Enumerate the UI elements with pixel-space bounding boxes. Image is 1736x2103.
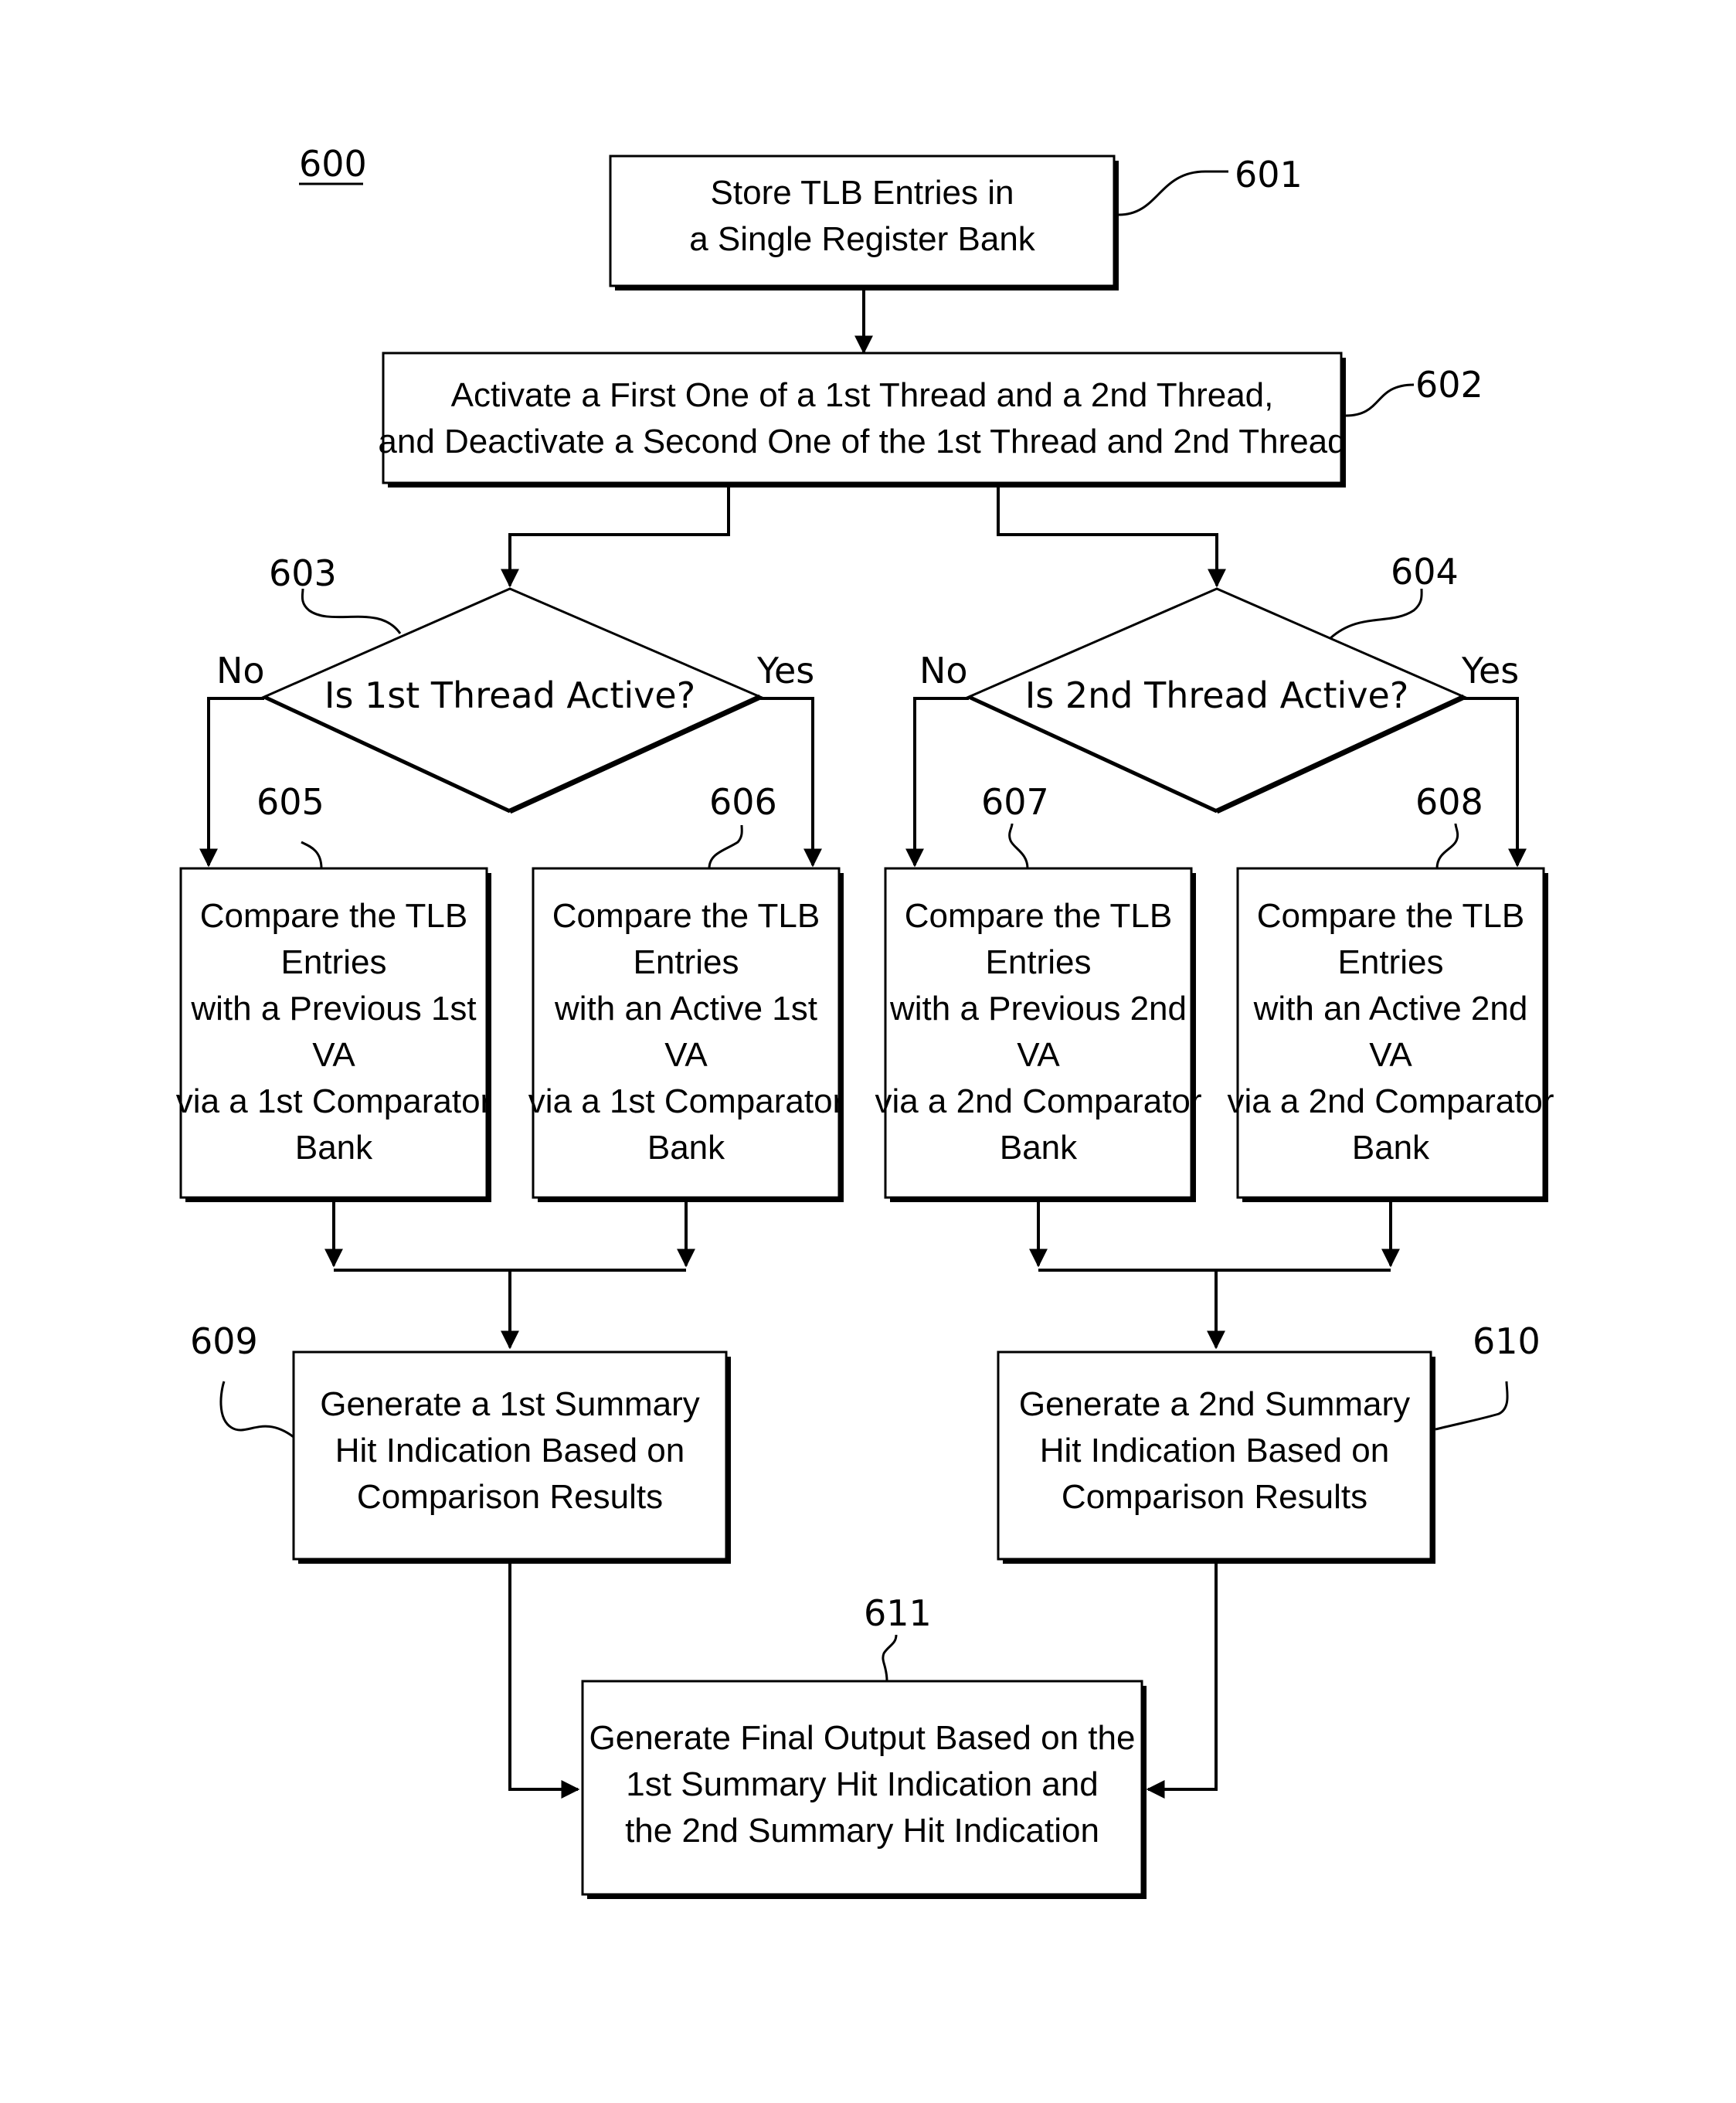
step-609-line-3: Comparison Results xyxy=(357,1478,663,1516)
step-608-line-5: via a 2nd Comparator xyxy=(1227,1082,1554,1120)
step-608-line-2: Entries xyxy=(1338,943,1444,981)
step-605-line-2: Entries xyxy=(281,943,387,981)
step-610-line-3: Comparison Results xyxy=(1062,1478,1367,1516)
step-607-line-2: Entries xyxy=(986,943,1092,981)
step-607-line-1: Compare the TLB xyxy=(905,897,1172,935)
step-605-line-3: with a Previous 1st xyxy=(190,990,476,1028)
step-608-line-3: with an Active 2nd xyxy=(1253,990,1528,1028)
step-605-line-4: VA xyxy=(312,1036,355,1074)
arrow-602-to-604 xyxy=(998,488,1217,586)
decision-603-no-label: No xyxy=(216,650,265,691)
step-605-line-6: Bank xyxy=(295,1129,373,1167)
step-611-ref: 611 xyxy=(864,1592,932,1634)
step-611-leader xyxy=(883,1635,896,1681)
step-610-leader xyxy=(1435,1381,1507,1429)
step-606-box: Compare the TLB Entries with an Active 1… xyxy=(528,868,844,1202)
decision-604-no-label: No xyxy=(919,650,968,691)
step-602-ref: 602 xyxy=(1415,364,1483,406)
step-611-line-1: Generate Final Output Based on the xyxy=(589,1719,1136,1757)
step-607-ref: 607 xyxy=(981,781,1049,823)
step-607-box: Compare the TLB Entries with a Previous … xyxy=(875,868,1201,1202)
step-606-line-5: via a 1st Comparator xyxy=(528,1082,844,1120)
arrow-602-to-603 xyxy=(510,488,729,586)
step-607-line-5: via a 2nd Comparator xyxy=(875,1082,1201,1120)
step-606-line-6: Bank xyxy=(647,1129,725,1167)
step-609-ref: 609 xyxy=(190,1320,258,1362)
decision-604-question: Is 2nd Thread Active? xyxy=(1025,674,1409,716)
step-606-line-2: Entries xyxy=(634,943,739,981)
step-608-line-4: VA xyxy=(1369,1036,1412,1074)
step-601-ref: 601 xyxy=(1235,154,1303,195)
step-611-line-3: the 2nd Summary Hit Indication xyxy=(625,1812,1099,1850)
step-610-ref: 610 xyxy=(1473,1320,1541,1362)
step-609-box: Generate a 1st Summary Hit Indication Ba… xyxy=(294,1352,731,1564)
step-607-line-6: Bank xyxy=(1000,1129,1078,1167)
arrow-610-to-611 xyxy=(1148,1564,1216,1789)
step-605-box: Compare the TLB Entries with a Previous … xyxy=(176,868,491,1202)
step-601-line-1: Store TLB Entries in xyxy=(711,174,1014,212)
step-602-leader xyxy=(1346,385,1414,416)
arrow-609-to-611 xyxy=(510,1564,578,1789)
step-607-leader xyxy=(1010,824,1028,868)
step-602-line-2: and Deactivate a Second One of the 1st T… xyxy=(378,423,1346,460)
step-609-leader xyxy=(221,1381,294,1437)
step-608-ref: 608 xyxy=(1415,781,1483,823)
decision-604-leader xyxy=(1330,589,1422,638)
decision-603: Is 1st Thread Active? xyxy=(264,589,760,811)
step-611-box: Generate Final Output Based on the 1st S… xyxy=(583,1681,1147,1899)
step-608-line-1: Compare the TLB xyxy=(1257,897,1524,935)
step-602-box: Activate a First One of a 1st Thread and… xyxy=(378,353,1346,488)
step-606-leader xyxy=(709,825,742,868)
step-607-line-3: with a Previous 2nd xyxy=(889,990,1187,1028)
step-606-line-3: with an Active 1st xyxy=(554,990,817,1028)
decision-604: Is 2nd Thread Active? xyxy=(969,589,1464,811)
step-609-line-2: Hit Indication Based on xyxy=(335,1432,685,1469)
decision-604-ref: 604 xyxy=(1391,551,1459,593)
step-608-line-6: Bank xyxy=(1352,1129,1430,1167)
step-608-box: Compare the TLB Entries with an Active 2… xyxy=(1227,868,1554,1202)
step-601-box: Store TLB Entries in a Single Register B… xyxy=(610,156,1119,290)
step-605-line-5: via a 1st Comparator xyxy=(176,1082,491,1120)
step-601-line-2: a Single Register Bank xyxy=(689,220,1036,258)
decision-604-yes-label: Yes xyxy=(1461,650,1519,691)
step-611-line-2: 1st Summary Hit Indication and xyxy=(626,1765,1098,1803)
step-610-line-2: Hit Indication Based on xyxy=(1040,1432,1390,1469)
step-606-line-1: Compare the TLB xyxy=(552,897,820,935)
decision-603-leader xyxy=(302,589,400,634)
figure-number: 600 xyxy=(299,143,367,185)
step-610-box: Generate a 2nd Summary Hit Indication Ba… xyxy=(998,1352,1435,1564)
step-610-line-1: Generate a 2nd Summary xyxy=(1019,1385,1410,1423)
step-605-ref: 605 xyxy=(256,781,324,823)
step-606-line-4: VA xyxy=(664,1036,708,1074)
step-608-leader xyxy=(1437,824,1458,868)
step-606-ref: 606 xyxy=(709,781,777,823)
step-609-line-1: Generate a 1st Summary xyxy=(320,1385,700,1423)
step-601-leader xyxy=(1119,172,1228,215)
step-607-line-4: VA xyxy=(1017,1036,1060,1074)
decision-603-question: Is 1st Thread Active? xyxy=(324,674,695,716)
step-602-line-1: Activate a First One of a 1st Thread and… xyxy=(451,376,1274,414)
arrow-604-no-to-607 xyxy=(915,698,969,865)
decision-603-ref: 603 xyxy=(269,552,337,594)
step-605-line-1: Compare the TLB xyxy=(200,897,467,935)
step-605-leader xyxy=(301,842,321,868)
decision-603-yes-label: Yes xyxy=(756,650,814,691)
